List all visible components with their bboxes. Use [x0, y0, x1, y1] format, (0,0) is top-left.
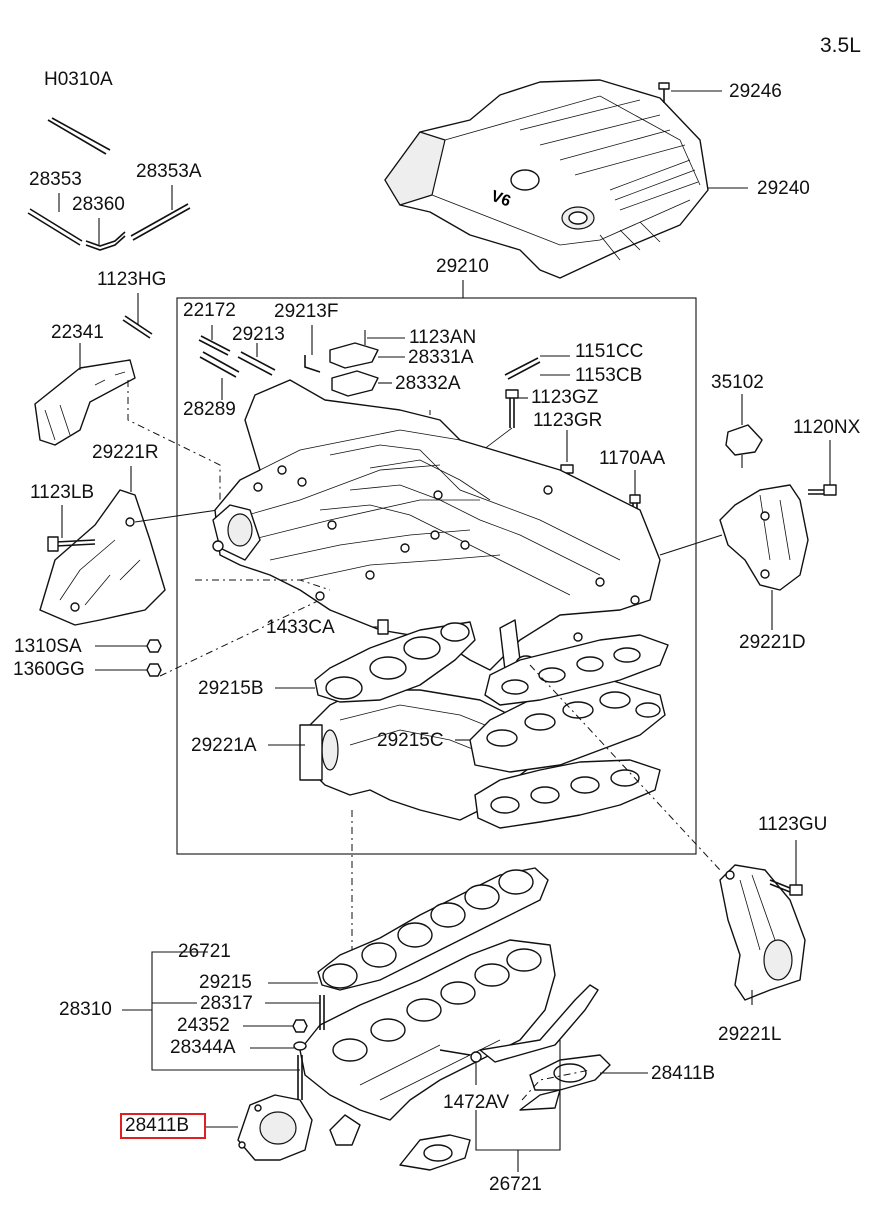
- gasket-29215b-drawing: [314, 621, 476, 703]
- bracket-22341-drawing: [34, 359, 136, 446]
- part-label-35102[interactable]: 35102: [711, 372, 764, 393]
- part-label-29215b[interactable]: 29215B: [198, 678, 264, 699]
- part-label-22341[interactable]: 22341: [51, 322, 104, 343]
- engine-cover-drawing: V6: [384, 79, 709, 279]
- part-label-28310[interactable]: 28310: [59, 999, 112, 1020]
- part-label-26721-top[interactable]: 26721: [178, 941, 231, 962]
- sensor-35102-drawing: [725, 394, 763, 468]
- part-label-24352[interactable]: 24352: [177, 1015, 230, 1036]
- bracket-29221r-drawing: [39, 489, 166, 626]
- part-label-1360gg[interactable]: 1360GG: [13, 659, 85, 680]
- part-label-1123gr[interactable]: 1123GR: [533, 410, 603, 431]
- hose-parts-drawing: [27, 117, 191, 251]
- lower-manifold-drawing: [237, 867, 611, 1171]
- part-label-1310sa[interactable]: 1310SA: [14, 636, 82, 657]
- part-label-22172[interactable]: 22172: [183, 300, 236, 321]
- part-label-28411b-left[interactable]: 28411B: [125, 1115, 190, 1136]
- part-label-29210[interactable]: 29210: [436, 256, 489, 277]
- part-label-1153cb[interactable]: 1153CB: [575, 365, 643, 386]
- part-label-26721-bottom[interactable]: 26721: [489, 1174, 542, 1195]
- highlight-box: [120, 1113, 206, 1139]
- part-label-28331a[interactable]: 28331A: [408, 347, 474, 368]
- upper-manifold-body: [214, 379, 661, 671]
- part-label-28353[interactable]: 28353: [29, 169, 82, 190]
- part-label-1170aa[interactable]: 1170AA: [599, 448, 666, 469]
- part-label-29215c[interactable]: 29215C: [377, 730, 444, 751]
- part-label-29221d[interactable]: 29221D: [739, 632, 806, 653]
- part-label-28353a[interactable]: 28353A: [136, 161, 202, 182]
- part-label-29221l[interactable]: 29221L: [718, 1024, 782, 1045]
- part-label-29221a[interactable]: 29221A: [191, 735, 257, 756]
- part-label-1123gz[interactable]: 1123GZ: [531, 387, 599, 408]
- part-label-28317[interactable]: 28317: [200, 993, 253, 1014]
- part-label-1151cc[interactable]: 1151CC: [575, 341, 644, 362]
- part-label-28332a[interactable]: 28332A: [395, 373, 461, 394]
- part-label-28344a[interactable]: 28344A: [170, 1037, 236, 1058]
- part-label-29240[interactable]: 29240: [757, 178, 810, 199]
- part-label-29246[interactable]: 29246: [729, 81, 782, 102]
- gasket-29215c-drawing: [469, 634, 669, 773]
- engine-label: 3.5L: [820, 34, 861, 57]
- part-label-1123gu[interactable]: 1123GU: [758, 814, 828, 835]
- part-label-1472av[interactable]: 1472AV: [443, 1092, 510, 1113]
- part-label-h0310a[interactable]: H0310A: [44, 69, 113, 90]
- bracket-29221d-drawing: [719, 484, 809, 591]
- part-label-28289[interactable]: 28289: [183, 399, 236, 420]
- svg-text:V6: V6: [489, 188, 513, 211]
- part-label-1123hg[interactable]: 1123HG: [97, 269, 167, 290]
- part-label-29215[interactable]: 29215: [199, 972, 252, 993]
- part-label-28360[interactable]: 28360: [72, 194, 125, 215]
- part-label-28411b-right[interactable]: 28411B: [651, 1063, 716, 1084]
- part-label-1123an[interactable]: 1123AN: [409, 327, 477, 348]
- part-label-1433ca[interactable]: 1433CA: [266, 617, 335, 638]
- intake-manifold-drawing: [195, 325, 669, 829]
- part-label-29213[interactable]: 29213: [232, 324, 285, 345]
- part-label-29221r[interactable]: 29221R: [92, 442, 159, 463]
- assembly-frame: [176, 297, 697, 855]
- part-label-1123lb[interactable]: 1123LB: [30, 482, 95, 503]
- part-label-29213f[interactable]: 29213F: [274, 301, 339, 322]
- part-label-1120nx[interactable]: 1120NX: [793, 417, 861, 438]
